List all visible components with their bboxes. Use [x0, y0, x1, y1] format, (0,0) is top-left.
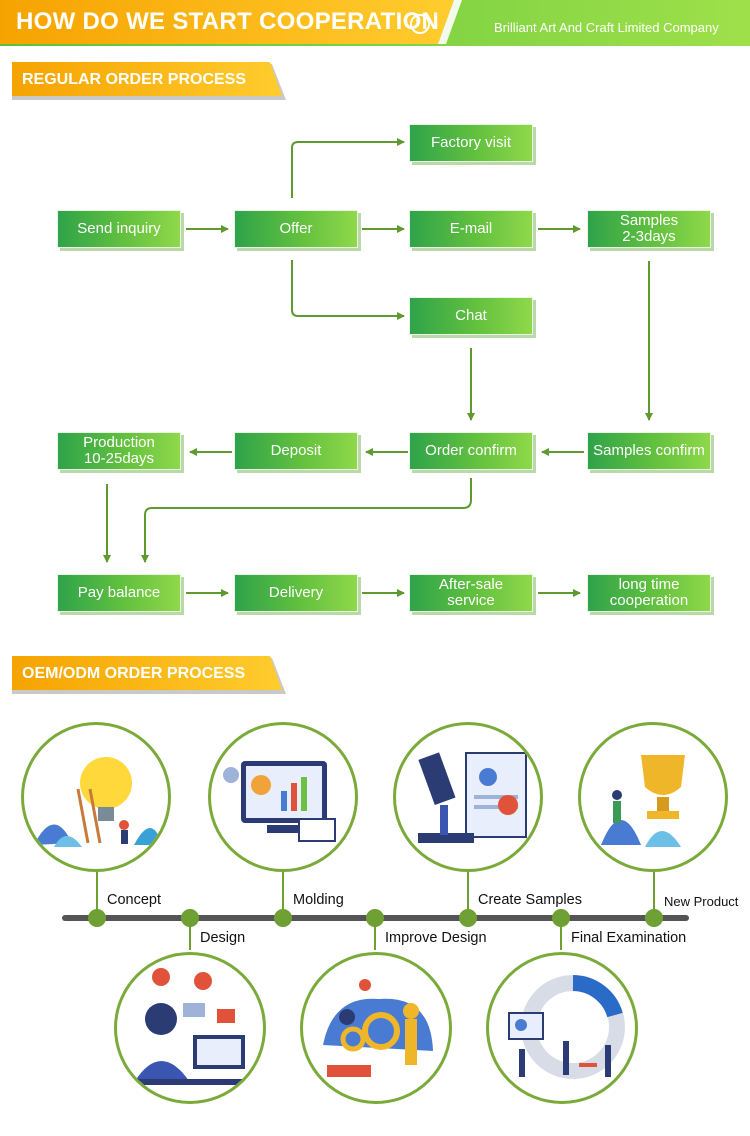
step-production: Production 10-25days	[57, 432, 181, 470]
step-email: E-mail	[409, 210, 533, 248]
section-tab-regular	[12, 62, 286, 100]
stage-concept: Concept	[107, 892, 162, 908]
step-delivery: Delivery	[234, 574, 358, 612]
support-agent-icon	[129, 968, 253, 1085]
header-banner	[0, 0, 750, 46]
page-title: HOW DO WE START COOPERATION	[16, 8, 440, 35]
stage-final-examination: Final Examination	[571, 930, 687, 946]
step-factory-visit: Factory visit	[409, 124, 533, 162]
section-title-oem: OEM/ODM ORDER PROCESS	[22, 665, 246, 682]
final-examination-illustration	[486, 952, 638, 1104]
monitor-icon	[223, 761, 336, 842]
step-long-time-cooperation: long time cooperation	[587, 574, 711, 612]
chevron-right-icon: ›	[410, 14, 430, 34]
step-samples: Samples 2-3days	[587, 210, 711, 248]
step-after-sale: After-sale service	[409, 574, 533, 612]
stage-improve-design: Improve Design	[385, 930, 487, 946]
chart-icon	[508, 975, 625, 1079]
stage-molding: Molding	[293, 892, 344, 908]
step-send-inquiry: Send inquiry	[57, 210, 181, 248]
molding-illustration	[208, 722, 358, 872]
step-chat: Chat	[409, 297, 533, 335]
lightbulb-icon	[34, 757, 162, 847]
step-pay-balance: Pay balance	[57, 574, 181, 612]
stage-new-product: New Product	[664, 894, 739, 909]
step-order-confirm: Order confirm	[409, 432, 533, 470]
microscope-icon	[418, 752, 527, 843]
trophy-icon	[601, 755, 685, 847]
step-offer: Offer	[234, 210, 358, 248]
concept-illustration	[21, 722, 171, 872]
improve-design-illustration	[300, 952, 452, 1104]
new-product-illustration	[578, 722, 728, 872]
stage-create-samples: Create Samples	[478, 892, 582, 908]
step-samples-confirm: Samples confirm	[587, 432, 711, 470]
section-title-regular: REGULAR ORDER PROCESS	[22, 71, 247, 88]
step-deposit: Deposit	[234, 432, 358, 470]
design-illustration	[114, 952, 266, 1104]
section-tab-oem	[12, 656, 286, 694]
gear-icon	[323, 979, 433, 1077]
timeline	[62, 848, 689, 950]
flow-connectors	[103, 138, 653, 597]
stage-design: Design	[200, 930, 246, 946]
create-samples-illustration	[393, 722, 543, 872]
company-name: Brilliant Art And Craft Limited Company	[494, 20, 719, 35]
